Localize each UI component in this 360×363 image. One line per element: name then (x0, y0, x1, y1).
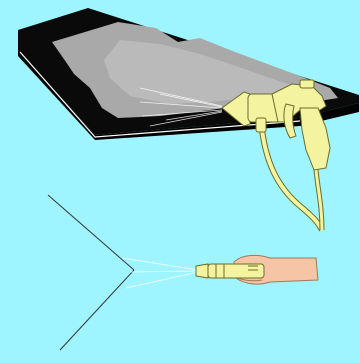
spray-gun-inlet (256, 118, 266, 132)
hand-tool-nozzle (196, 264, 208, 278)
spray-gun-knob (300, 80, 314, 88)
